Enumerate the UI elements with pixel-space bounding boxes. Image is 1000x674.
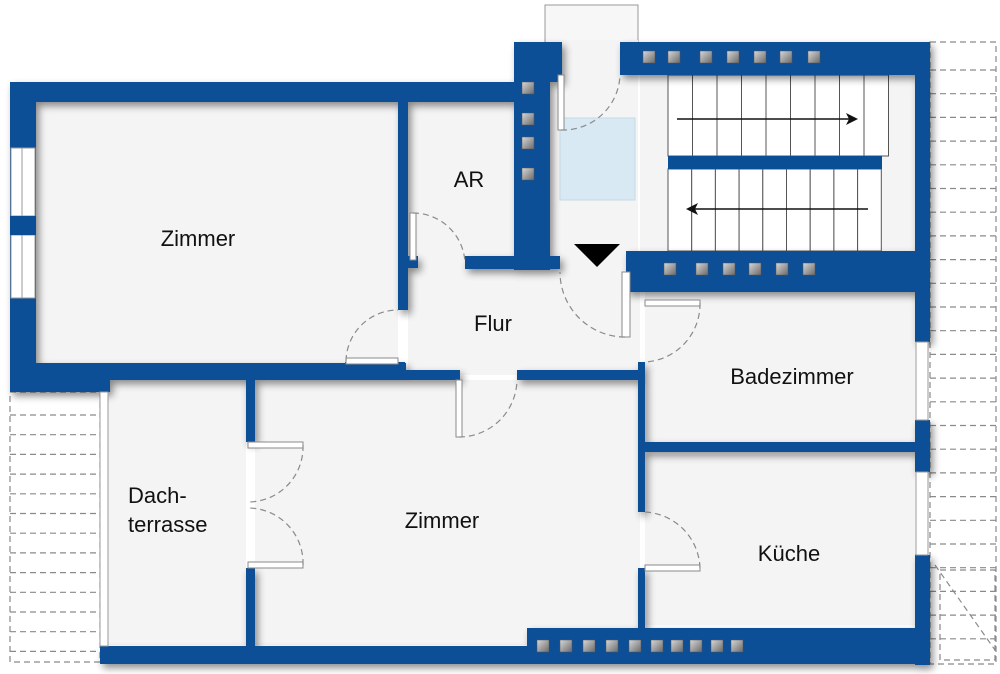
outside-terrace-right: [929, 41, 997, 665]
stair-step-lower: [714, 168, 740, 252]
room-label-ar: AR: [454, 167, 485, 192]
door-badezimmer: [644, 299, 701, 363]
vent-block: [726, 50, 740, 64]
vent-block: [559, 639, 573, 653]
stair-step-lower: [809, 168, 835, 252]
stair-arrow-up-icon: [677, 113, 858, 125]
stair-step-lower: [786, 168, 811, 252]
vent-block: [670, 639, 684, 653]
stair-step-lower: [833, 168, 859, 252]
door-zimmer-2: [455, 379, 518, 438]
door-stairwell: [559, 271, 631, 338]
ventilation-blocks: [521, 50, 821, 653]
stair-arrow-down-icon: [686, 203, 868, 215]
vent-block: [521, 112, 535, 126]
stair-divider-wall: [668, 156, 882, 169]
vent-block: [722, 262, 736, 276]
vent-block: [695, 262, 709, 276]
door-entrance: [557, 74, 621, 131]
vent-block: [667, 50, 681, 64]
elevator-shaft: [559, 117, 636, 201]
stair-step-lower: [738, 168, 764, 252]
vent-block: [650, 639, 664, 653]
stair-step-upper: [741, 74, 767, 157]
vent-block: [802, 262, 816, 276]
door-ar: [409, 212, 466, 264]
stair-step-lower: [857, 168, 882, 252]
vent-block: [710, 639, 724, 653]
vent-block: [689, 639, 703, 653]
vent-block: [779, 50, 793, 64]
stair-step-upper: [863, 74, 889, 157]
stair-step-lower: [762, 168, 787, 252]
entrance-triangle-icon: [574, 244, 620, 267]
room-label-dachterrasse-line2: terrasse: [128, 512, 207, 537]
room-label-dachterrasse-line1: Dach-: [128, 483, 187, 508]
vent-block: [628, 639, 642, 653]
stair-step-upper: [692, 74, 718, 157]
vent-block: [699, 50, 713, 64]
room-label-badezimmer: Badezimmer: [730, 364, 853, 389]
stair-step-upper: [790, 74, 816, 157]
door-zimmer-1: [345, 309, 399, 365]
outside-terrace-left: [9, 391, 101, 663]
door-dachterrasse-top: [247, 441, 304, 503]
doors: [247, 74, 701, 572]
stair-step-upper: [667, 74, 693, 157]
vent-block: [663, 262, 677, 276]
vent-block: [775, 262, 789, 276]
windows: [10, 147, 929, 647]
vent-block: [521, 81, 535, 95]
door-kueche: [644, 511, 701, 572]
vent-block: [730, 639, 744, 653]
stair-step-upper: [839, 74, 865, 157]
vent-block: [807, 50, 821, 64]
vent-block: [753, 50, 767, 64]
stair-step-upper: [765, 74, 791, 157]
vent-block: [521, 167, 535, 181]
stair-step-upper: [716, 74, 742, 157]
vent-block: [605, 639, 619, 653]
vent-block: [642, 50, 656, 64]
vent-block: [536, 639, 550, 653]
room-label-kueche: Küche: [758, 541, 820, 566]
room-label-zimmer-1: Zimmer: [161, 226, 236, 251]
room-label-flur: Flur: [474, 311, 512, 336]
vent-block: [748, 262, 762, 276]
entrance-porch-outline: [544, 4, 639, 46]
stair-step-upper: [814, 74, 840, 157]
door-dachterrasse-bottom: [247, 507, 304, 569]
vent-block: [582, 639, 596, 653]
vent-block: [521, 136, 535, 150]
room-label-zimmer-2: Zimmer: [405, 508, 480, 533]
